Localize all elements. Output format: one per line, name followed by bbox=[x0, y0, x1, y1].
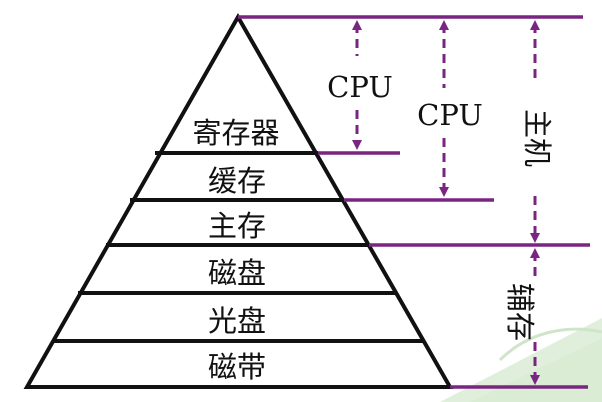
tier-separators bbox=[54, 151, 423, 343]
host-bracket bbox=[530, 20, 540, 243]
tier-label-register: 寄存器 bbox=[192, 116, 279, 150]
tier-label-cache: 缓存 bbox=[208, 164, 266, 198]
cpu-outer-bracket bbox=[439, 20, 449, 197]
tier-label-optical-disk: 光盘 bbox=[208, 304, 266, 338]
cpu-inner-label: CPU bbox=[327, 70, 393, 104]
tier-label-main-memory: 主存 bbox=[208, 209, 266, 243]
host-label: 主机 bbox=[520, 109, 554, 167]
tier-label-disk: 磁盘 bbox=[208, 256, 266, 290]
cpu-outer-label: CPU bbox=[417, 98, 483, 132]
auxiliary-label: 辅存 bbox=[503, 283, 537, 341]
auxiliary-bracket bbox=[530, 248, 540, 385]
boundary-lines bbox=[238, 15, 590, 389]
tier-label-tape: 磁带 bbox=[208, 350, 266, 384]
cpu-inner-bracket bbox=[352, 20, 362, 150]
